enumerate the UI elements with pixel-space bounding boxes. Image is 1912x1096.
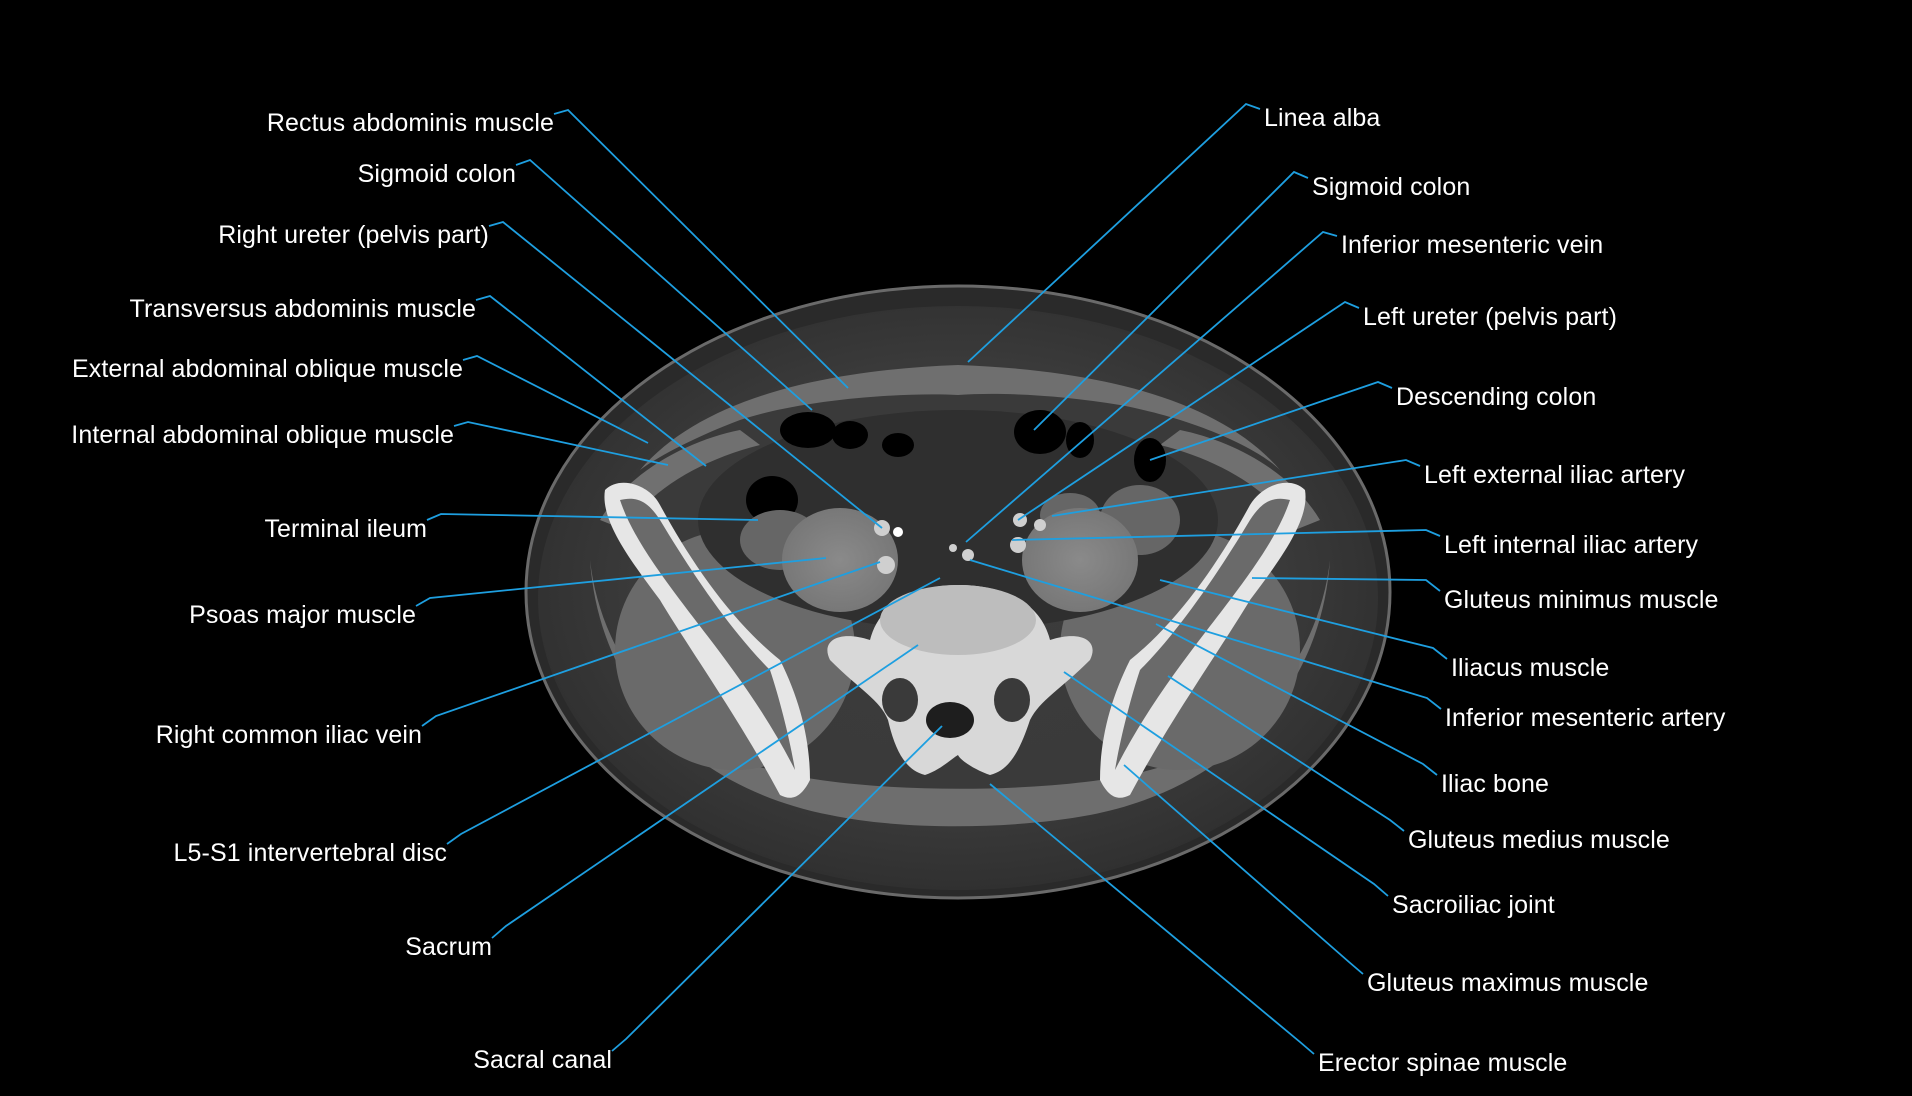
sacral-foramen-right (882, 678, 918, 722)
label-right-ureter: Right ureter (pelvis part) (218, 221, 489, 249)
label-descending-colon: Descending colon (1396, 383, 1597, 411)
leader-left-ureter (1017, 300, 1360, 521)
sacral-canal (926, 702, 974, 738)
leader-l5-s1-disc (446, 577, 941, 845)
leader-gluteus-maximus (1123, 764, 1364, 975)
leader-terminal-ileum (426, 513, 759, 521)
label-l5-s1-disc: L5-S1 intervertebral disc (173, 839, 447, 867)
leader-right-common-iliac-vein (421, 561, 881, 727)
label-left-internal-iliac-artery: Left internal iliac artery (1444, 531, 1699, 559)
leader-left-internal-iliac-artery (1011, 529, 1441, 541)
leader-iliacus (1159, 579, 1448, 660)
leader-sacrum (491, 644, 919, 939)
label-internal-oblique: Internal abdominal oblique muscle (71, 421, 454, 449)
label-sacrum: Sacrum (405, 933, 492, 961)
leader-right-ureter (488, 221, 883, 529)
label-sigmoid-colon-right: Sigmoid colon (357, 160, 516, 188)
leader-sacroiliac-joint (1063, 671, 1389, 897)
label-external-oblique: External abdominal oblique muscle (71, 355, 463, 383)
label-transversus-abdominis: Transversus abdominis muscle (129, 295, 476, 323)
label-rectus-abdominis: Rectus abdominis muscle (266, 109, 554, 137)
leader-sigmoid-colon-right (515, 158, 813, 411)
label-linea-alba: Linea alba (1264, 104, 1381, 132)
leader-iliac-bone (1155, 623, 1438, 776)
leader-inferior-mesenteric-vein (965, 231, 1338, 543)
label-erector-spinae: Erector spinae muscle (1318, 1049, 1568, 1077)
label-sacroiliac-joint: Sacroiliac joint (1392, 891, 1555, 919)
left-psoas (1022, 508, 1138, 612)
leader-descending-colon (1149, 381, 1393, 461)
label-gluteus-maximus: Gluteus maximus muscle (1367, 969, 1649, 997)
label-sacral-canal: Sacral canal (473, 1046, 612, 1074)
leader-transversus-abdominis (475, 295, 707, 467)
leader-inferior-mesenteric-artery (969, 559, 1442, 710)
sacral-foramen-left (994, 678, 1030, 722)
label-iliac-bone: Iliac bone (1441, 770, 1550, 798)
label-psoas-major: Psoas major muscle (189, 601, 416, 629)
leader-sacral-canal (611, 725, 943, 1052)
leader-internal-oblique (453, 421, 669, 466)
label-left-external-iliac-artery: Left external iliac artery (1424, 461, 1686, 489)
label-iliacus: Iliacus muscle (1451, 654, 1610, 682)
leader-erector-spinae (989, 783, 1315, 1055)
leader-linea-alba (967, 102, 1261, 363)
abdominal-wall-muscles (640, 365, 1280, 470)
l5-s1-disc (880, 585, 1036, 655)
label-sigmoid-colon-left: Sigmoid colon (1312, 173, 1471, 201)
label-gluteus-minimus: Gluteus minimus muscle (1444, 586, 1719, 614)
leader-sigmoid-colon-left (1033, 170, 1309, 431)
leader-lines (415, 102, 1448, 1055)
label-left-ureter: Left ureter (pelvis part) (1363, 303, 1617, 331)
leader-left-external-iliac-artery (1051, 459, 1421, 517)
label-right-common-iliac-vein: Right common iliac vein (155, 721, 422, 749)
leader-gluteus-medius (1167, 675, 1405, 832)
label-inferior-mesenteric-vein: Inferior mesenteric vein (1341, 231, 1604, 259)
label-terminal-ileum: Terminal ileum (264, 515, 427, 543)
label-gluteus-medius: Gluteus medius muscle (1408, 826, 1670, 854)
leader-psoas-major (415, 557, 827, 607)
leader-gluteus-minimus (1251, 577, 1441, 592)
leader-rectus-abdominis (553, 108, 849, 389)
leader-external-oblique (462, 355, 649, 444)
label-inferior-mesenteric-artery: Inferior mesenteric artery (1445, 704, 1726, 732)
